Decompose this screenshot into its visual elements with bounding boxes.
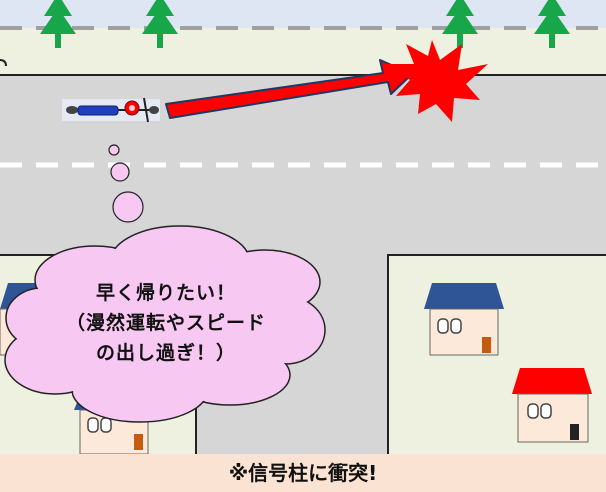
road-edge-bottom-right xyxy=(387,254,606,454)
thought-bubble-icon xyxy=(108,144,120,156)
tree-icon xyxy=(40,0,76,48)
edge-mark xyxy=(0,59,7,67)
house-icon xyxy=(512,368,592,443)
thought-line-1: 早く帰りたい！ xyxy=(95,282,236,304)
tree-icon xyxy=(534,0,570,48)
thought-text: 早く帰りたい！ （漫然運転やスピード の出し過ぎ！） xyxy=(16,278,316,368)
tree-icon xyxy=(442,0,478,48)
tree-icon xyxy=(142,0,178,48)
thought-line-2: （漫然運転やスピード xyxy=(65,312,266,334)
sky-strip xyxy=(0,0,606,28)
explosion-icon xyxy=(386,40,488,122)
motorcycle-icon xyxy=(62,97,160,123)
house-icon xyxy=(424,283,504,356)
caption-bar xyxy=(0,454,606,492)
thought-bubble-icon xyxy=(112,191,144,223)
thought-cloud-fill xyxy=(6,227,324,421)
caption-text: ※信号柱に衝突! xyxy=(228,461,378,485)
thought-line-3: の出し過ぎ！） xyxy=(95,342,236,364)
arrow-icon xyxy=(165,59,413,119)
thought-bubble-icon xyxy=(110,162,130,182)
